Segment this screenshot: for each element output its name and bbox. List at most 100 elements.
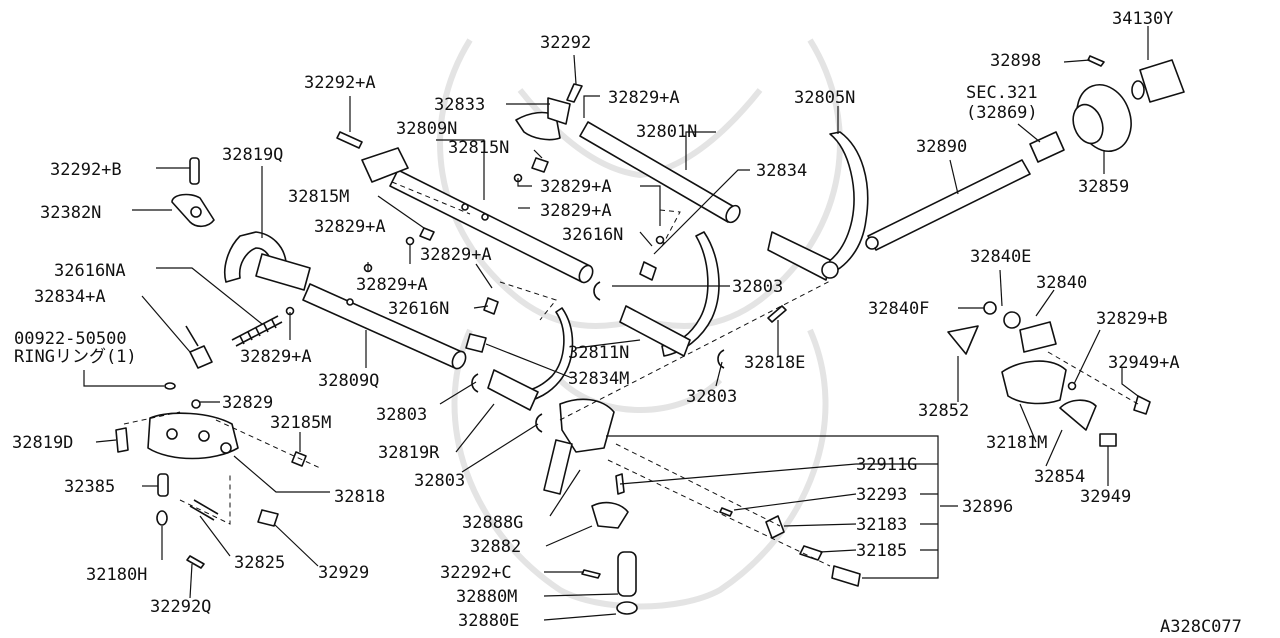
dashed-assembly-lines	[123, 181, 1139, 567]
label-32185[interactable]: 32185	[856, 541, 907, 561]
label-32809N[interactable]: 32809N	[396, 119, 457, 139]
bolt-32949A	[1133, 395, 1151, 415]
label-32819Q[interactable]: 32819Q	[222, 145, 283, 165]
label-32834-top[interactable]: 32834	[756, 161, 807, 181]
pin-32292	[566, 83, 583, 103]
bearing-32859	[1072, 84, 1132, 152]
label-32854[interactable]: 32854	[1034, 467, 1085, 487]
label-32616N[interactable]: 32616N	[388, 299, 449, 319]
fork-32811N	[619, 231, 720, 357]
shaft-32809N	[389, 169, 594, 284]
label-32882[interactable]: 32882	[470, 537, 521, 557]
label-32911G[interactable]: 32911G	[856, 455, 917, 475]
label-34130Y[interactable]: 34130Y	[1112, 9, 1173, 29]
part-34130Y	[1131, 59, 1185, 103]
pin-32292Q	[186, 555, 205, 569]
fork-32833	[515, 97, 571, 141]
label-32880E[interactable]: 32880E	[458, 611, 519, 631]
pin-32292A	[336, 131, 363, 149]
label-32616N-top[interactable]: 32616N	[562, 225, 623, 245]
label-32833[interactable]: 32833	[434, 95, 485, 115]
bracket-32382N	[171, 193, 215, 228]
label-32949A[interactable]: 32949+A	[1108, 353, 1180, 373]
label-32898[interactable]: 32898	[990, 51, 1041, 71]
spring-32616NA	[231, 315, 283, 347]
label-32292Q[interactable]: 32292Q	[150, 597, 211, 617]
ball-32829A-5	[655, 235, 665, 245]
spring-32616N-1	[639, 261, 657, 281]
plug-32815N	[531, 157, 549, 173]
label-32815M[interactable]: 32815M	[288, 187, 349, 207]
fork-32819R	[487, 307, 574, 411]
part-32854	[1059, 399, 1097, 431]
label-32829A-c[interactable]: 32829+A	[314, 217, 386, 237]
pin-32292B	[189, 157, 200, 185]
label-32803-c[interactable]: 32803	[686, 387, 737, 407]
label-32840F[interactable]: 32840F	[868, 299, 929, 319]
label-32385[interactable]: 32385	[64, 477, 115, 497]
bolt-32949	[1099, 433, 1117, 447]
label-32859[interactable]: 32859	[1078, 177, 1129, 197]
label-32292[interactable]: 32292	[540, 33, 591, 53]
label-00922[interactable]: 00922-50500	[14, 329, 127, 349]
label-32888G[interactable]: 32888G	[462, 513, 523, 533]
label-32809Q[interactable]: 32809Q	[318, 371, 379, 391]
bolt-32929	[257, 509, 279, 527]
label-32819R[interactable]: 32819R	[378, 443, 440, 463]
parts	[115, 55, 1185, 615]
label-32869[interactable]: (32869)	[966, 103, 1038, 123]
label-32805N[interactable]: 32805N	[794, 88, 855, 108]
label-32803-a[interactable]: 32803	[732, 277, 783, 297]
label-ring[interactable]: RINGリング(1)	[14, 347, 137, 367]
label-32293[interactable]: 32293	[856, 485, 907, 505]
label-32819D[interactable]: 32819D	[12, 433, 73, 453]
label-32949[interactable]: 32949	[1080, 487, 1131, 507]
label-32811N[interactable]: 32811N	[568, 343, 629, 363]
label-32852[interactable]: 32852	[918, 401, 969, 421]
label-32292B[interactable]: 32292+B	[50, 160, 122, 180]
label-32929[interactable]: 32929	[318, 563, 369, 583]
ring-00922	[164, 382, 176, 390]
label-32181M[interactable]: 32181M	[986, 433, 1047, 453]
pin-32898	[1087, 55, 1105, 67]
label-sec321[interactable]: SEC.321	[966, 83, 1038, 103]
bolt-32819D	[115, 427, 129, 453]
label-32890[interactable]: 32890	[916, 137, 967, 157]
linkage-32818	[147, 412, 239, 460]
label-32815N[interactable]: 32815N	[448, 138, 509, 158]
lug-32809N	[361, 147, 409, 183]
label-32292C[interactable]: 32292+C	[440, 563, 512, 583]
part-32880M	[616, 551, 638, 615]
label-32292A[interactable]: 32292+A	[304, 73, 376, 93]
label-32829A-f[interactable]: 32829+A	[240, 347, 312, 367]
label-32180H[interactable]: 32180H	[86, 565, 147, 585]
label-32825[interactable]: 32825	[234, 553, 285, 573]
label-32829A-top[interactable]: 32829+A	[608, 88, 680, 108]
label-32829A-d[interactable]: 32829+A	[420, 245, 492, 265]
label-32834M[interactable]: 32834M	[568, 369, 629, 389]
label-32818E[interactable]: 32818E	[744, 353, 805, 373]
label-32896[interactable]: 32896	[962, 497, 1013, 517]
bracket-32181M	[983, 301, 1067, 405]
label-32829B[interactable]: 32829+B	[1096, 309, 1168, 329]
label-32185M[interactable]: 32185M	[270, 413, 331, 433]
label-32803-b[interactable]: 32803	[376, 405, 427, 425]
label-32183[interactable]: 32183	[856, 515, 907, 535]
label-32818[interactable]: 32818	[334, 487, 385, 507]
part-labels: 32292 32292+A 32833 32829+A 34130Y 32898…	[12, 9, 1242, 637]
label-32829A-b[interactable]: 32829+A	[540, 201, 612, 221]
label-32829A-e[interactable]: 32829+A	[356, 275, 428, 295]
label-32829A-a[interactable]: 32829+A	[540, 177, 612, 197]
label-32840[interactable]: 32840	[1036, 273, 1087, 293]
label-32803-d[interactable]: 32803	[414, 471, 465, 491]
shaft-32801N	[579, 121, 741, 224]
label-32616NA[interactable]: 32616NA	[54, 261, 126, 281]
label-32801N[interactable]: 32801N	[636, 122, 697, 142]
label-32840E[interactable]: 32840E	[970, 247, 1031, 267]
label-32880M[interactable]: 32880M	[456, 587, 517, 607]
fork-32819Q	[224, 231, 311, 291]
label-32382N[interactable]: 32382N	[40, 203, 101, 223]
label-32834A[interactable]: 32834+A	[34, 287, 106, 307]
label-32829[interactable]: 32829	[222, 393, 273, 413]
